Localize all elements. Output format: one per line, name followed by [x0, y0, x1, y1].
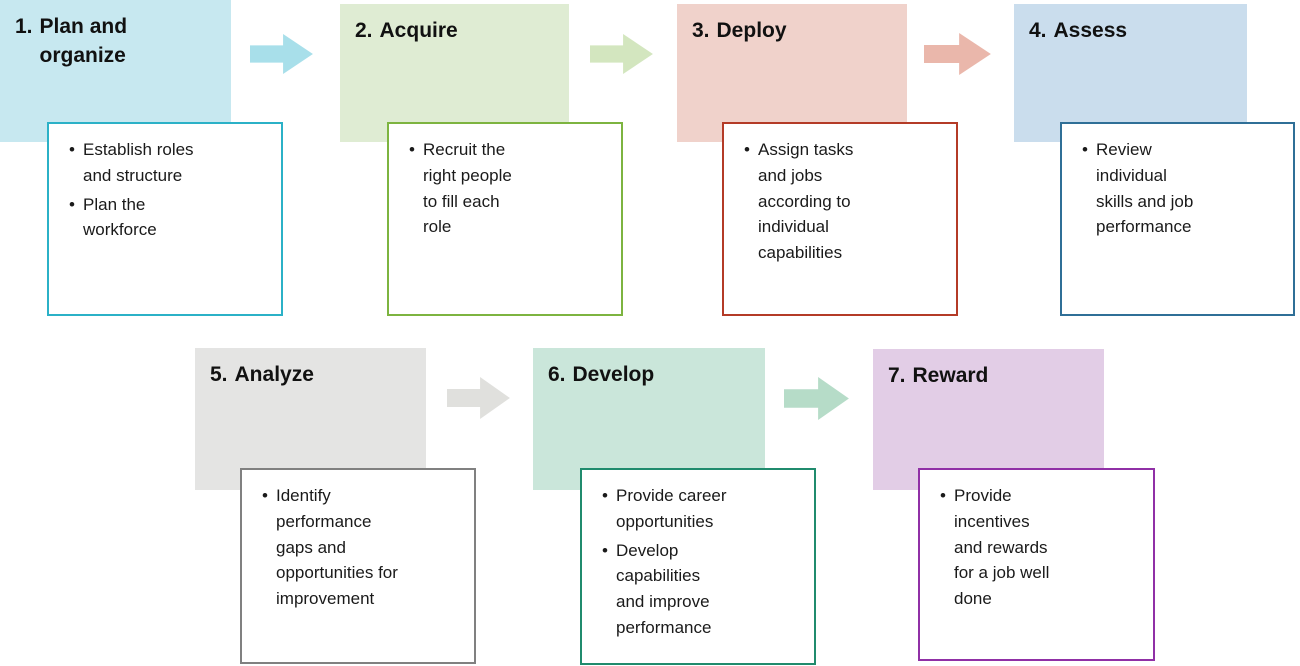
arrow-right-icon: [250, 33, 313, 75]
bullet-list: Provide career opportunities Develop cap…: [601, 483, 806, 641]
step-number: 6.: [548, 363, 566, 386]
step-title: Assess: [1053, 19, 1128, 42]
arrow-right-icon: [924, 33, 991, 75]
arrow-right-icon: [590, 33, 653, 75]
arrow-shape: [590, 33, 653, 75]
bullet-item: Develop capabilities and improve perform…: [601, 538, 730, 641]
step-2-header: 2. Acquire: [340, 4, 569, 142]
bullet-item: Provide incentives and rewards for a job…: [939, 483, 1051, 612]
step-1-header: 1. Plan and organize: [0, 0, 231, 142]
bullet-list: Establish roles and structure Plan the w…: [68, 137, 273, 243]
step-title: Deploy: [716, 19, 787, 42]
arrow-shape: [784, 377, 849, 420]
step-5-detail-box: Identify performance gaps and opportunit…: [240, 468, 476, 664]
step-number: 7.: [888, 364, 906, 387]
bullet-item: Identify performance gaps and opportunit…: [261, 483, 411, 612]
step-number: 4.: [1029, 19, 1047, 42]
step-7-detail-box: Provide incentives and rewards for a job…: [918, 468, 1155, 661]
step-number: 2.: [355, 19, 373, 42]
step-title: Plan and organize: [39, 15, 128, 67]
bullet-list: Identify performance gaps and opportunit…: [261, 483, 466, 612]
bullet-item: Provide career opportunities: [601, 483, 730, 535]
step-4-detail-box: Review individual skills and job perform…: [1060, 122, 1295, 316]
bullet-list: Review individual skills and job perform…: [1081, 137, 1285, 240]
arrow-right-icon: [784, 377, 849, 420]
step-2-detail-box: Recruit the right people to fill each ro…: [387, 122, 623, 316]
step-7-header: 7. Reward: [873, 349, 1104, 490]
step-5-header: 5. Analyze: [195, 348, 426, 490]
arrow-shape: [924, 33, 991, 75]
step-title: Acquire: [379, 19, 458, 42]
bullet-list: Recruit the right people to fill each ro…: [408, 137, 613, 240]
bullet-item: Assign tasks and jobs according to indiv…: [743, 137, 868, 266]
step-3-detail-box: Assign tasks and jobs according to indiv…: [722, 122, 958, 316]
step-6-detail-box: Provide career opportunities Develop cap…: [580, 468, 816, 665]
step-title: Reward: [912, 364, 989, 387]
bullet-list: Assign tasks and jobs according to indiv…: [743, 137, 948, 266]
step-title: Develop: [572, 363, 655, 386]
bullet-item: Plan the workforce: [68, 192, 208, 244]
bullet-item: Review individual skills and job perform…: [1081, 137, 1200, 240]
arrow-shape: [447, 377, 510, 419]
bullet-item: Establish roles and structure: [68, 137, 208, 189]
step-6-header: 6. Develop: [533, 348, 765, 490]
bullet-list: Provide incentives and rewards for a job…: [939, 483, 1145, 612]
arrow-right-icon: [447, 377, 510, 419]
step-3-header: 3. Deploy: [677, 4, 907, 142]
step-number: 5.: [210, 363, 228, 386]
step-title: Analyze: [234, 363, 314, 386]
step-4-header: 4. Assess: [1014, 4, 1247, 142]
step-number: 3.: [692, 19, 710, 42]
arrow-shape: [250, 33, 313, 75]
bullet-item: Recruit the right people to fill each ro…: [408, 137, 523, 240]
step-1-detail-box: Establish roles and structure Plan the w…: [47, 122, 283, 316]
step-number: 1.: [15, 15, 33, 38]
